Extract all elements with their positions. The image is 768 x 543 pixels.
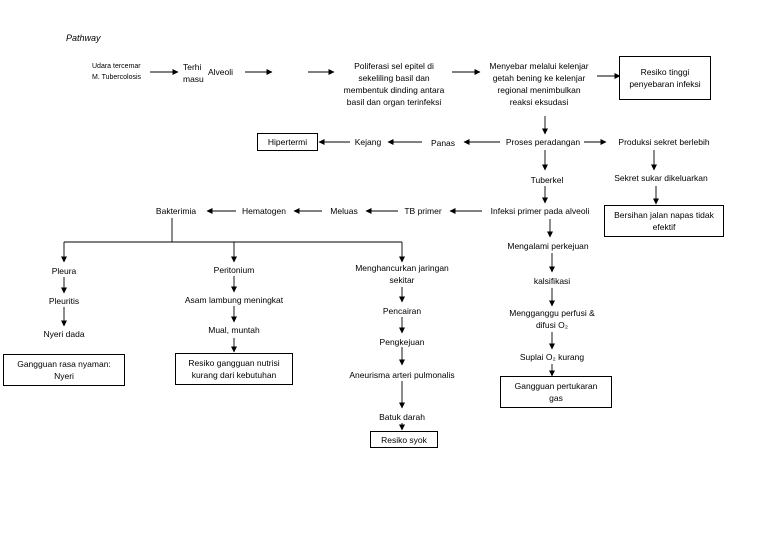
box-resiko-penyebaran: Resiko tinggi penyebaran infeksi: [619, 56, 711, 100]
node-kalsifikasi: kalsifikasi: [533, 276, 571, 286]
node-peritonium: Peritonium: [213, 265, 255, 275]
box-resiko-syok: Resiko syok: [370, 431, 438, 448]
node-terhirup: Terhi masu: [183, 62, 204, 84]
box-gangguan-pertukaran-gas: Gangguan pertukaran gas: [500, 376, 612, 408]
node-pengkejuan: Pengkejuan: [379, 337, 425, 347]
node-aneurisma: Aneurisma arteri pulmonalis: [349, 370, 455, 380]
node-nyeri-dada: Nyeri dada: [43, 329, 85, 339]
node-proliferasi: Poliferasi sel epitel di sekeliling basi…: [343, 61, 445, 107]
node-batuk-darah: Batuk darah: [379, 412, 425, 422]
node-menyebar: Menyebar melalui kelenjar getah bening k…: [489, 61, 589, 107]
box-resiko-nutrisi: Resiko gangguan nutrisi kurang dari kebu…: [175, 353, 293, 385]
node-menghancurkan: Menghancurkan jaringan sekitar: [355, 263, 449, 285]
node-pencairan: Pencairan: [382, 306, 422, 316]
node-tuberkel: Tuberkel: [530, 175, 564, 185]
box-gangguan-rasa-nyaman: Gangguan rasa nyaman: Nyeri: [3, 354, 125, 386]
node-pleuritis: Pleuritis: [48, 296, 80, 306]
node-tb-primer: TB primer: [404, 206, 442, 216]
node-mengganggu-perfusi: Mengganggu perfusi & difusi O₂: [509, 308, 595, 330]
node-produksi-sekret: Produksi sekret berlebih: [618, 137, 710, 147]
node-proses-peradangan: Proses peradangan: [505, 137, 581, 147]
node-meluas: Meluas: [330, 206, 358, 216]
node-kejang: Kejang: [354, 137, 382, 147]
node-bakterimia: Bakterimia: [155, 206, 197, 216]
node-pleura: Pleura: [51, 266, 77, 276]
node-hematogen: Hematogen: [242, 206, 286, 216]
node-mual-muntah: Mual, muntah: [208, 325, 260, 335]
box-hipertermi: Hipertermi: [257, 133, 318, 151]
node-suplai-o2: Suplai O₂ kurang: [519, 352, 585, 362]
page-title: Pathway: [66, 33, 101, 43]
node-udara-tercemar: Udara tercemar M. Tubercolosis: [92, 63, 142, 81]
node-panas: Panas: [430, 138, 456, 148]
box-bersihan-jalan-napas: Bersihan jalan napas tidak efektif: [604, 205, 724, 237]
node-infeksi-primer: Infeksi primer pada alveoli: [490, 206, 590, 216]
node-asam-lambung: Asam lambung meningkat: [184, 295, 284, 305]
node-sekret-sukar: Sekret sukar dikeluarkan: [614, 173, 708, 183]
node-alveoli: Alveoli: [208, 67, 234, 77]
node-mengalami-perkejuan: Mengalami perkejuan: [507, 241, 589, 251]
